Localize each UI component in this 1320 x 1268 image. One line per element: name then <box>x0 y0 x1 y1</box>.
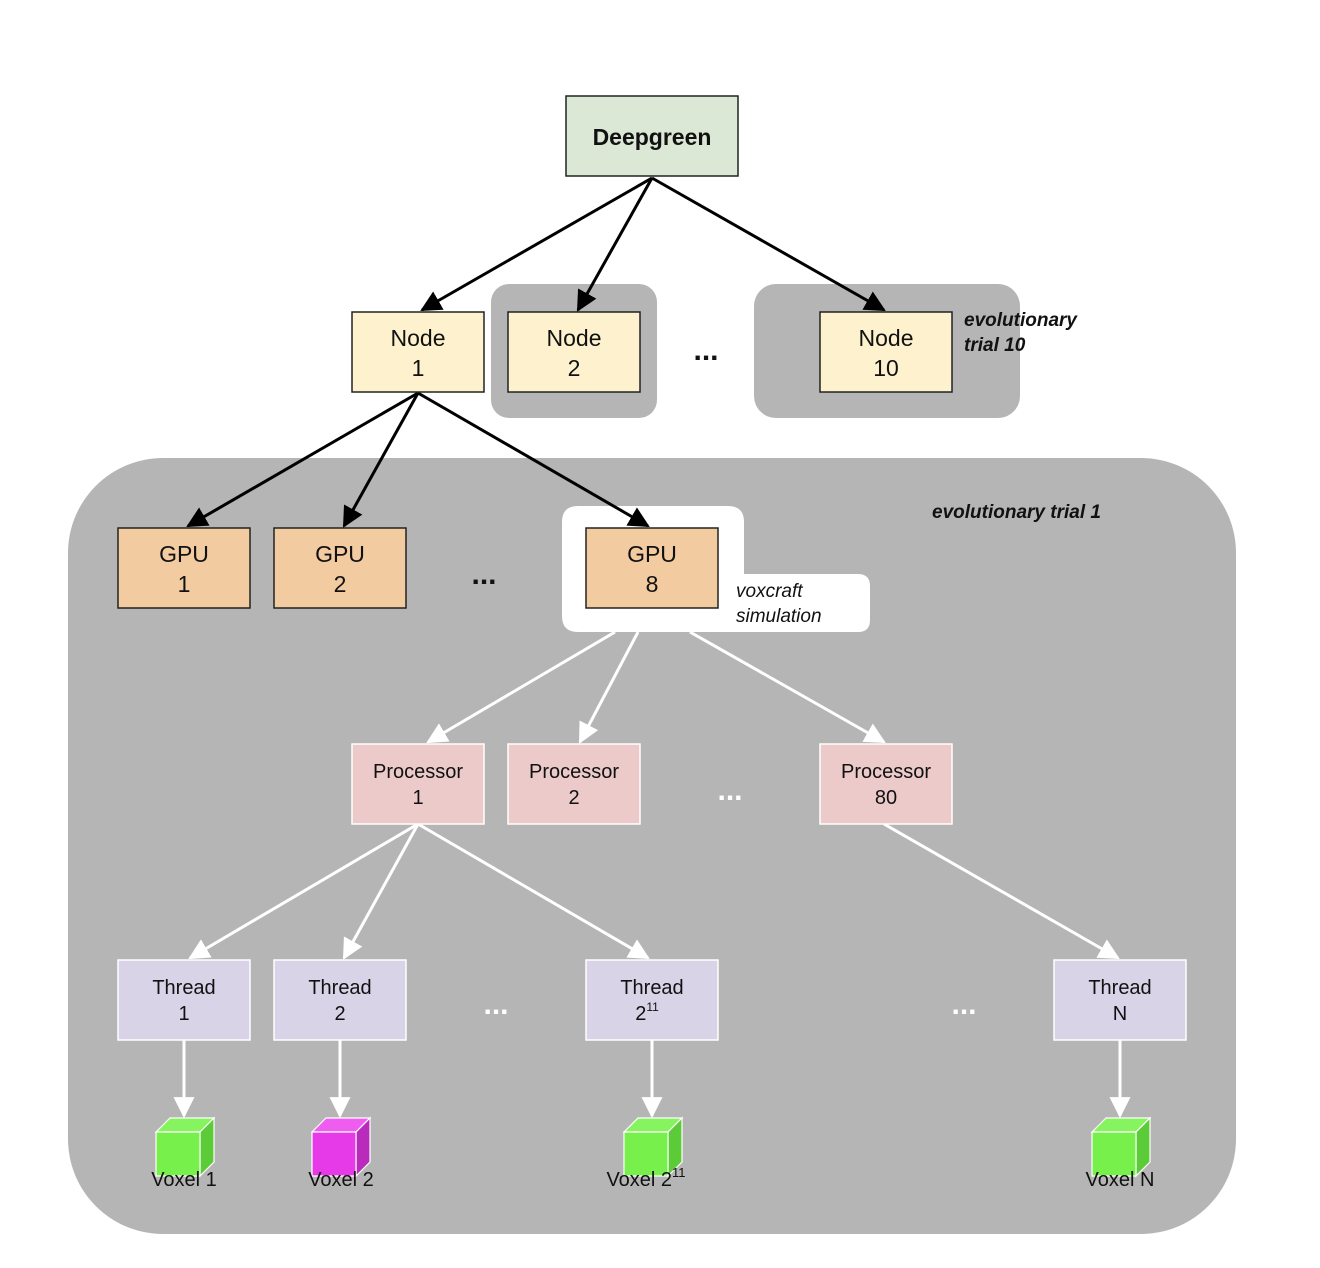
gpu-box: GPU 8 <box>585 527 719 609</box>
voxel-label-exponent: 11 <box>672 1165 686 1180</box>
edge-proc1-thread211 <box>417 822 650 960</box>
gpu-number: 2 <box>334 571 347 597</box>
node-label: Node <box>391 325 446 351</box>
edge-proc80-threadN <box>883 822 1120 960</box>
gpu-box: GPU 2 <box>273 527 407 609</box>
processor-number: 1 <box>412 787 423 809</box>
voxel-label: Voxel 211 <box>606 1165 685 1191</box>
sim-label-line2: simulation <box>736 606 822 627</box>
voxel-cube-icon <box>154 1116 216 1178</box>
voxel-label: Voxel 2 <box>308 1169 374 1191</box>
processor-number: 80 <box>875 787 897 809</box>
node-number: 1 <box>412 355 425 381</box>
thread-box: Thread 211 <box>585 959 719 1041</box>
gpu-number: 8 <box>646 571 659 597</box>
gpu-number: 1 <box>178 571 191 597</box>
node-box: Node 1 <box>351 311 485 393</box>
processor-label: Processor <box>529 761 619 783</box>
gpu-label: GPU <box>627 541 677 567</box>
node-label: Node <box>859 325 914 351</box>
processor-box: Processor 80 <box>819 743 953 825</box>
gpu-label: GPU <box>315 541 365 567</box>
thread-number-base: 2 <box>635 1003 646 1025</box>
edge-node1-gpu1 <box>186 391 419 528</box>
voxel-label: Voxel 1 <box>151 1169 217 1191</box>
trial-10-label-line1: evolutionary <box>964 310 1078 331</box>
thread-box: Thread 1 <box>117 959 251 1041</box>
node-box: Node 2 <box>507 311 641 393</box>
node-number: 2 <box>568 355 581 381</box>
edge-root-node2 <box>576 177 654 312</box>
thread-label: Thread <box>620 977 683 999</box>
edge-gpu8-proc1 <box>426 630 616 744</box>
voxel-layer <box>154 1116 1152 1178</box>
edge-proc1-thread1 <box>188 822 419 960</box>
thread-number: 2 <box>334 1003 345 1025</box>
root-box: Deepgreen <box>565 95 739 177</box>
voxel-cube-icon <box>310 1116 372 1178</box>
processor-ellipsis: ... <box>717 774 742 807</box>
trial-10-label-line2: trial 10 <box>964 335 1026 356</box>
thread-number: 1 <box>178 1003 189 1025</box>
node-ellipsis: ... <box>693 334 718 367</box>
edge-root-node1 <box>420 176 653 312</box>
thread-label: Thread <box>1088 977 1151 999</box>
voxel-cube-icon <box>622 1116 684 1178</box>
sim-label-line1: voxcraft <box>736 581 803 602</box>
processor-label: Processor <box>373 761 463 783</box>
thread-box: Thread 2 <box>273 959 407 1041</box>
processor-label: Processor <box>841 761 931 783</box>
voxel-cube-front <box>623 1131 669 1177</box>
root-label: Deepgreen <box>593 124 712 150</box>
edge-node1-gpu8 <box>417 391 650 528</box>
edge-root-node10 <box>651 176 886 312</box>
edge-proc1-thread2 <box>342 823 420 960</box>
inner-edges <box>173 630 1131 1119</box>
voxel-cube-front <box>155 1131 201 1177</box>
thread-number-exponent: 11 <box>646 1000 659 1014</box>
gpu-label: GPU <box>159 541 209 567</box>
thread-number: N <box>1113 1003 1127 1025</box>
thread-box: Thread N <box>1053 959 1187 1041</box>
thread-number: 211 <box>635 1000 659 1025</box>
gpu-ellipsis: ... <box>471 558 496 591</box>
voxel-label: Voxel N <box>1086 1169 1155 1191</box>
node-label: Node <box>547 325 602 351</box>
node-box: Node 10 <box>819 311 953 393</box>
node-number: 10 <box>873 355 899 381</box>
processor-number: 2 <box>568 787 579 809</box>
edge-gpu8-proc80 <box>689 630 886 744</box>
voxel-cube-icon <box>1090 1116 1152 1178</box>
thread-ellipsis: ... <box>483 988 508 1021</box>
voxel-cube-front <box>1091 1131 1137 1177</box>
thread-label: Thread <box>152 977 215 999</box>
voxel-label-base: Voxel 2 <box>606 1169 672 1191</box>
processor-box: Processor 2 <box>507 743 641 825</box>
thread-ellipsis: ... <box>951 988 976 1021</box>
gpu-box: GPU 1 <box>117 527 251 609</box>
processor-box: Processor 1 <box>351 743 485 825</box>
trial-1-label: evolutionary trial 1 <box>932 502 1101 523</box>
edge-node1-gpu2 <box>342 392 420 528</box>
edge-gpu8-proc2 <box>578 631 640 744</box>
voxel-cube-front <box>311 1131 357 1177</box>
root-edges <box>186 176 886 528</box>
thread-label: Thread <box>308 977 371 999</box>
